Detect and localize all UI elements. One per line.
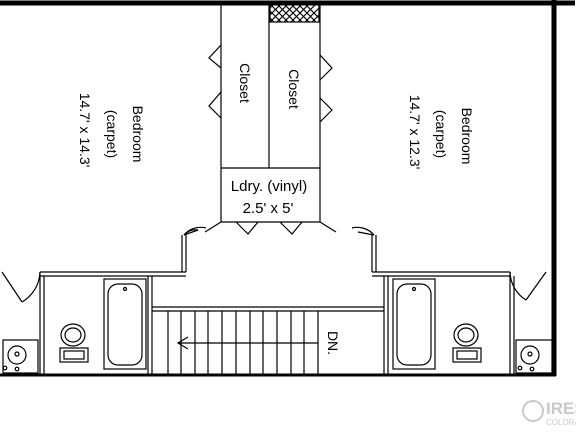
- right-toilet: [452, 323, 482, 363]
- laundry-bifold-door-left[interactable]: [235, 221, 259, 235]
- closet-left-bifold-door-top[interactable]: [208, 44, 222, 69]
- closet-left-bifold-door-bottom[interactable]: [208, 91, 222, 119]
- stairway: [152, 306, 384, 375]
- left-bedroom-door-arc: [183, 226, 207, 236]
- right-bedroom-door[interactable]: [357, 231, 375, 236]
- doors: [1, 226, 547, 303]
- left-toilet: [59, 323, 89, 363]
- ires-logo-icon: [522, 400, 544, 422]
- bedroom-right-floor: (carpet): [433, 110, 449, 158]
- right-sink: [515, 339, 553, 374]
- closet-right-bifold-door-top[interactable]: [319, 54, 333, 81]
- interior-walls: [39, 221, 515, 375]
- bedroom-left-size: 14.7' x 14.3': [77, 93, 93, 168]
- closets-block: [208, 3, 333, 235]
- left-sink: [2, 339, 39, 374]
- watermark-text: IRES: [546, 399, 576, 418]
- arrow-head-icon: [176, 336, 189, 350]
- watermark-subtext: COLORADO: [546, 418, 576, 427]
- laundry-bifold-door-right[interactable]: [279, 221, 303, 235]
- attic-hatch: [269, 3, 320, 23]
- stairs-label: DN.: [325, 331, 341, 355]
- left-bathtub: [103, 278, 147, 370]
- laundry-name: Ldry. (vinyl): [231, 178, 307, 195]
- left-bath-door[interactable]: [1, 271, 23, 303]
- bedroom-left-floor: (carpet): [104, 110, 120, 158]
- bedroom-right-size: 14.7' x 12.3': [407, 95, 423, 170]
- exterior-walls: [0, 0, 575, 377]
- right-bath-door-arc: [509, 271, 527, 301]
- right-bathtub: [392, 278, 436, 370]
- closet-right-label: Closet: [286, 69, 302, 109]
- closet-right-bifold-door-bottom[interactable]: [319, 97, 333, 123]
- right-bedroom-door-arc: [351, 226, 375, 236]
- left-bath-door-arc: [21, 271, 41, 303]
- bedroom-right-name: Bedroom: [459, 108, 475, 165]
- laundry-size: 2.5' x 5': [243, 200, 294, 217]
- bedroom-left-name: Bedroom: [130, 106, 146, 163]
- watermark: IRES COLORADO: [522, 399, 576, 427]
- right-bath-door[interactable]: [525, 271, 547, 301]
- closet-left-label: Closet: [237, 63, 253, 103]
